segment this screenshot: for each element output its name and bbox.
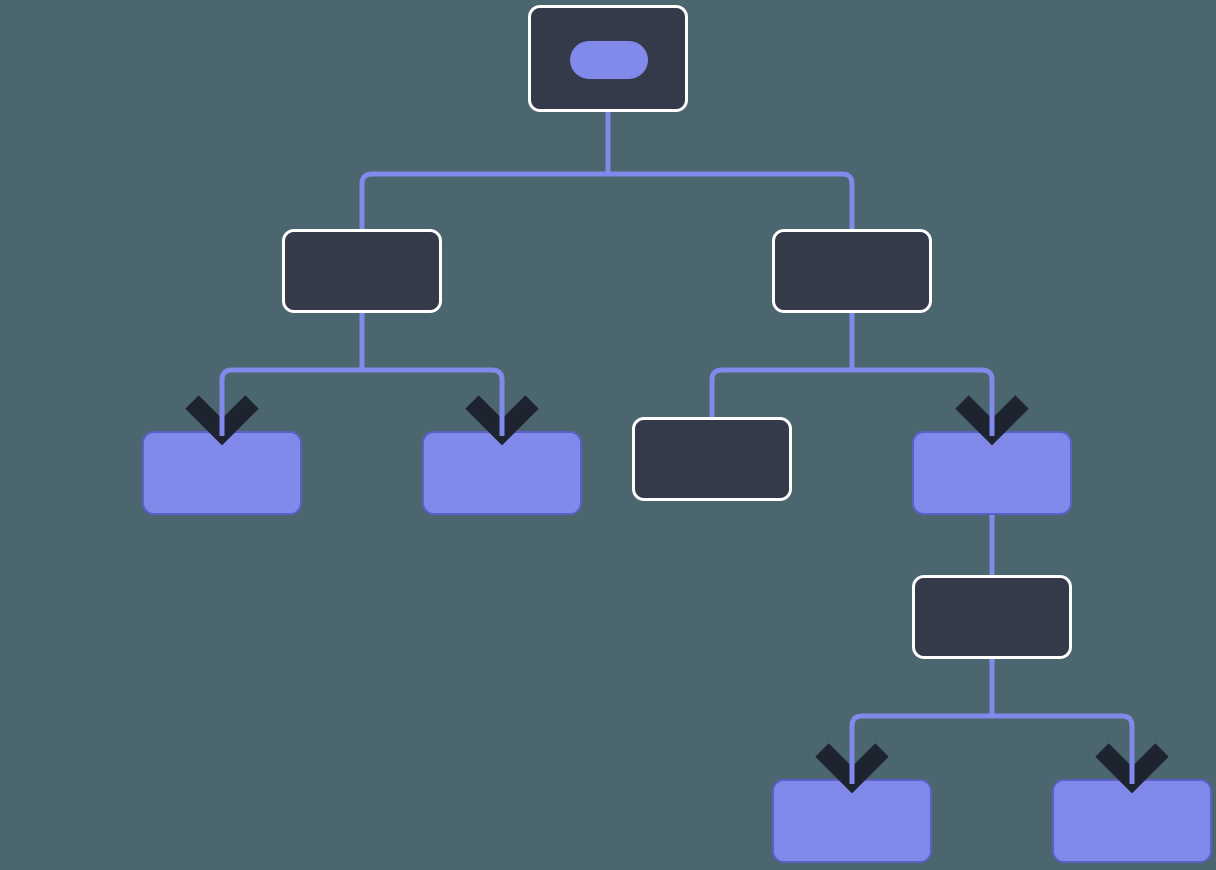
tree-node-n-rl[interactable] <box>632 417 792 501</box>
tree-node-n-r[interactable] <box>772 229 932 313</box>
tree-node-n-rr[interactable] <box>912 431 1072 515</box>
tree-node-n-l[interactable] <box>282 229 442 313</box>
edge-root-to-n-r <box>605 79 855 350</box>
edge-n-l-to-n-lr <box>359 310 505 470</box>
tree-node-n-rrcl[interactable] <box>772 779 932 863</box>
tree-node-root[interactable] <box>528 5 688 112</box>
tree-node-n-ll[interactable] <box>142 431 302 515</box>
edge-n-rrc-to-n-rrcr <box>989 656 1135 818</box>
tree-node-n-rrc[interactable] <box>912 575 1072 659</box>
root-node-pill-marker <box>570 41 648 79</box>
tree-node-n-lr[interactable] <box>422 431 582 515</box>
tree-node-n-rrcr[interactable] <box>1052 779 1212 863</box>
edge-n-r-to-n-rr <box>849 310 995 470</box>
